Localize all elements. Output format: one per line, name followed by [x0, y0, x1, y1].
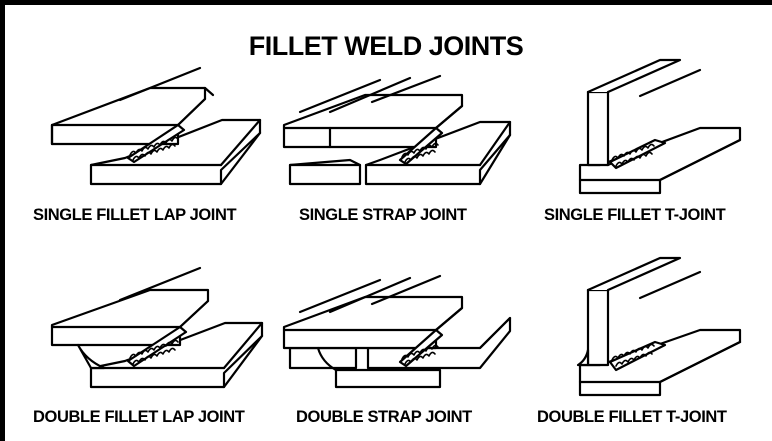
double-strap-joint-icon [282, 274, 512, 389]
label-single-fillet-lap-joint: SINGLE FILLET LAP JOINT [33, 206, 237, 224]
diagram-title: FILLET WELD JOINTS [248, 31, 524, 61]
label-single-fillet-t-joint: SINGLE FILLET T-JOINT [544, 206, 726, 224]
label-double-strap-joint: DOUBLE STRAP JOINT [296, 408, 472, 426]
double-fillet-lap-joint-icon [50, 266, 264, 389]
single-fillet-lap-joint-icon [50, 66, 262, 186]
label-double-fillet-lap-joint: DOUBLE FILLET LAP JOINT [33, 408, 245, 426]
label-single-strap-joint: SINGLE STRAP JOINT [299, 206, 467, 224]
single-fillet-t-joint-icon [578, 58, 742, 195]
label-double-fillet-t-joint: DOUBLE FILLET T-JOINT [537, 408, 727, 426]
frame-top-border [0, 0, 772, 5]
double-fillet-t-joint-icon [576, 256, 742, 397]
frame-left-border [0, 0, 5, 441]
single-strap-joint-icon [282, 74, 512, 186]
